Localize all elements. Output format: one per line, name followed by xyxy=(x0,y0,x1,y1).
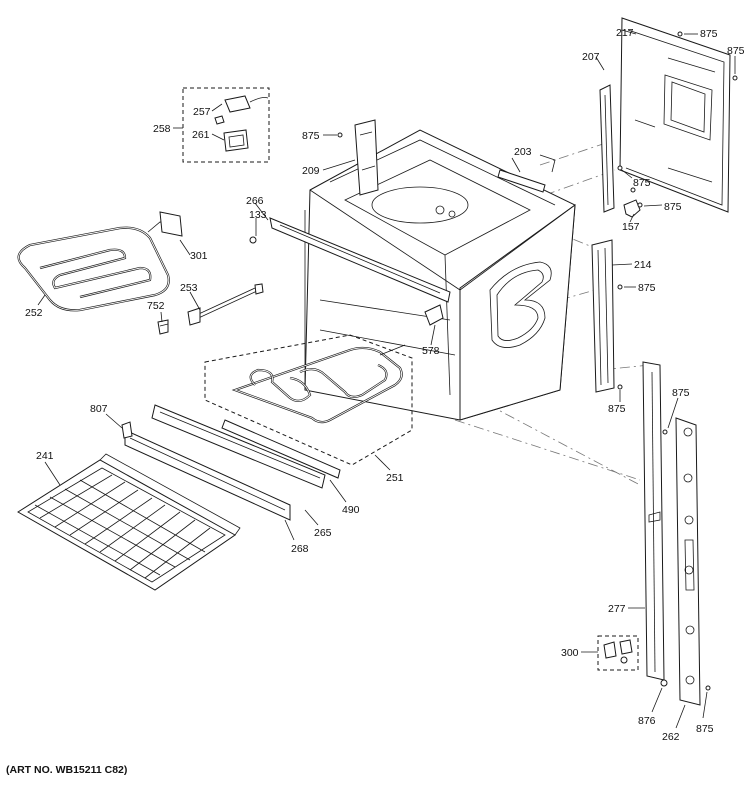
callout-875-h: 875 xyxy=(672,387,690,399)
front-trim-265[interactable] xyxy=(151,404,326,489)
callout-266: 266 xyxy=(246,195,264,207)
callout-875-i: 875 xyxy=(696,723,714,735)
broil-element-252[interactable] xyxy=(17,211,183,312)
callout-490: 490 xyxy=(342,504,360,516)
side-rail-262[interactable] xyxy=(675,417,701,706)
hinge-kit-300[interactable] xyxy=(597,635,639,671)
callout-875-e: 875 xyxy=(664,201,682,213)
callout-300: 300 xyxy=(561,647,579,659)
callout-268: 268 xyxy=(291,543,309,555)
side-rail-277[interactable] xyxy=(642,361,665,681)
callout-301: 301 xyxy=(190,250,208,262)
callout-262: 262 xyxy=(662,731,680,743)
rail-490[interactable] xyxy=(221,419,341,479)
callout-217: 217 xyxy=(616,27,634,39)
callout-876: 876 xyxy=(638,715,656,727)
callout-241: 241 xyxy=(36,450,54,462)
screw-876[interactable] xyxy=(660,679,668,687)
callout-265: 265 xyxy=(314,527,332,539)
oven-body-203[interactable] xyxy=(304,129,576,421)
callout-875-d: 875 xyxy=(633,177,651,189)
callout-875-g: 875 xyxy=(608,403,626,415)
callout-157: 157 xyxy=(622,221,640,233)
callout-252: 252 xyxy=(25,307,43,319)
lower-trim-268[interactable] xyxy=(124,429,291,521)
side-trim-207[interactable] xyxy=(599,84,615,213)
vent-trim-266[interactable] xyxy=(269,217,451,303)
callout-203: 203 xyxy=(514,146,532,158)
callout-875-c: 875 xyxy=(302,130,320,142)
side-trim-214[interactable] xyxy=(591,239,615,393)
callout-214: 214 xyxy=(634,259,652,271)
bracket-209[interactable] xyxy=(354,119,379,196)
callout-578: 578 xyxy=(422,345,440,357)
callout-875-f: 875 xyxy=(638,282,656,294)
callout-207: 207 xyxy=(582,51,600,63)
callout-258: 258 xyxy=(153,123,171,135)
sensor-probe-253[interactable] xyxy=(187,283,264,326)
bake-element-251[interactable] xyxy=(204,334,413,466)
callout-257: 257 xyxy=(193,106,211,118)
callout-labels: 217 875 875 207 257 258 261 875 209 203 … xyxy=(25,27,745,743)
end-cap-807[interactable] xyxy=(121,421,133,439)
clip-578[interactable] xyxy=(424,304,444,326)
callout-251: 251 xyxy=(386,472,404,484)
fasteners-875[interactable] xyxy=(337,31,738,691)
callout-133: 133 xyxy=(249,209,267,221)
callout-277: 277 xyxy=(608,603,626,615)
callout-209: 209 xyxy=(302,165,320,177)
rear-panel-217[interactable] xyxy=(619,17,731,213)
callout-253: 253 xyxy=(180,282,198,294)
callout-807: 807 xyxy=(90,403,108,415)
sensor-kit-box-258[interactable] xyxy=(182,87,270,163)
callout-261: 261 xyxy=(192,129,210,141)
art-number-caption: (ART NO. WB15211 C82) xyxy=(6,764,128,776)
screw-752[interactable] xyxy=(157,319,169,335)
oven-rack-241[interactable] xyxy=(17,453,241,591)
screw-133[interactable] xyxy=(249,236,257,244)
leader-lines xyxy=(37,29,736,729)
callout-875-a: 875 xyxy=(700,28,718,40)
callout-875-b: 875 xyxy=(727,45,745,57)
clip-157[interactable] xyxy=(623,187,641,218)
callout-752: 752 xyxy=(147,300,165,312)
